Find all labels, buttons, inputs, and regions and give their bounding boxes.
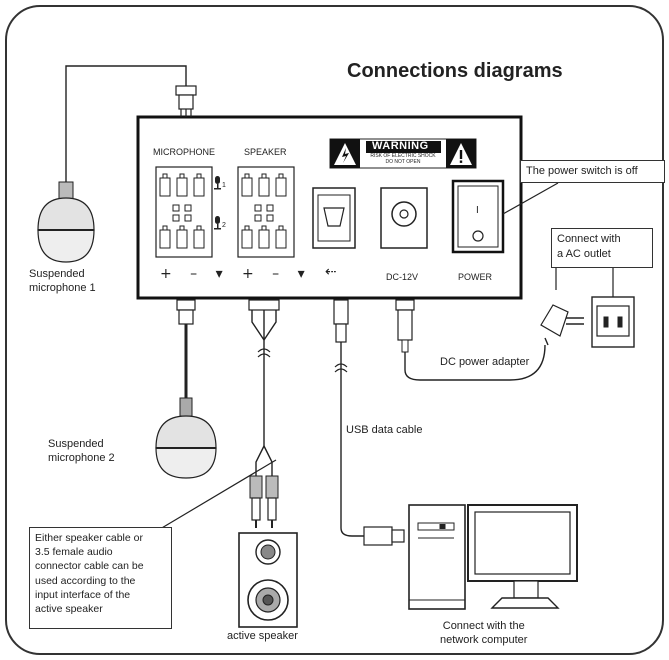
mic2-label-line-2: microphone 2 bbox=[48, 451, 115, 464]
usb-port bbox=[312, 187, 356, 249]
computer-label-line-2: network computer bbox=[440, 633, 528, 646]
speaker-note-line-1: Either speaker cable or bbox=[35, 532, 143, 544]
dc-adapter-label: DC power adapter bbox=[440, 356, 530, 368]
mic2-label-line-1: Suspended bbox=[48, 438, 104, 450]
speaker-terminal-block bbox=[237, 166, 295, 258]
power-port-label: POWER bbox=[458, 272, 493, 282]
dc-jack bbox=[380, 187, 428, 249]
warning-lightning-icon bbox=[334, 143, 356, 165]
ac-outlet-line-2: a AC outlet bbox=[557, 247, 611, 260]
speaker-note-line-5: input interface of the bbox=[35, 588, 131, 601]
suspended-microphone-2 bbox=[155, 415, 217, 479]
microphone-port-label: MICROPHONE bbox=[153, 147, 216, 157]
speaker-terminal-symbols: + – ▾ bbox=[242, 266, 312, 282]
mic2-label: Suspended microphone 2 bbox=[48, 438, 115, 466]
computer-label: Connect with the network computer bbox=[440, 620, 527, 648]
monitor-icon bbox=[467, 504, 578, 609]
speaker-cable-note: Either speaker cable or 3.5 female audio… bbox=[29, 527, 172, 629]
plug-adapter-icon bbox=[540, 304, 584, 346]
dc-port-label: DC-12V bbox=[386, 272, 419, 282]
mic1-label-line-1: Suspended bbox=[29, 268, 85, 280]
diagram-title: Connections diagrams bbox=[347, 60, 563, 82]
mic-index-2: 2 bbox=[222, 222, 226, 229]
power-outlet-icon bbox=[591, 296, 635, 348]
computer-tower-icon bbox=[408, 504, 466, 610]
speaker-note-line-2: 3.5 female audio bbox=[35, 546, 113, 559]
speaker-port-label: SPEAKER bbox=[244, 147, 287, 157]
warning-text: RISK OF ELECTRIC SHOCK DO NOT OPEN bbox=[362, 153, 444, 165]
usb-cable-label: USB data cable bbox=[346, 424, 423, 436]
outer-frame bbox=[5, 5, 664, 655]
microphone-icon bbox=[214, 176, 221, 230]
suspended-microphone-1 bbox=[37, 65, 197, 263]
warning-line-2: DO NOT OPEN bbox=[385, 158, 421, 165]
speaker-note-line-4: used according to the bbox=[35, 574, 136, 587]
speaker-note-line-6: active speaker bbox=[35, 602, 103, 615]
microphone-2-cable bbox=[176, 299, 196, 417]
microphone-terminal-symbols: + – ▾ bbox=[160, 266, 230, 282]
speaker-icon bbox=[238, 532, 298, 628]
warning-title: WARNING bbox=[372, 140, 429, 152]
switch-pointer bbox=[502, 182, 559, 215]
ac-outlet-line-1: Connect with bbox=[557, 233, 621, 245]
dc-cable bbox=[395, 299, 546, 381]
note-pointer bbox=[149, 459, 277, 536]
power-switch-callout: The power switch is off bbox=[520, 160, 665, 183]
warning-line-1: RISK OF ELECTRIC SHOCK bbox=[370, 153, 436, 159]
usb-icon: ⇠ bbox=[325, 264, 337, 280]
mic-index-1: 1 bbox=[222, 182, 226, 189]
mic1-label-line-2: microphone 1 bbox=[29, 281, 96, 294]
mic1-label: Suspended microphone 1 bbox=[29, 268, 96, 296]
ac-outlet-callout: Connect with a AC outlet bbox=[551, 228, 653, 268]
speaker-cable bbox=[248, 299, 280, 528]
switch-on-mark: I bbox=[476, 205, 479, 216]
microphone-terminal-block bbox=[155, 166, 213, 258]
warning-exclamation-icon bbox=[450, 143, 472, 165]
speaker-note-line-3: connector cable can be bbox=[35, 560, 144, 573]
computer-label-line-1: Connect with the bbox=[442, 620, 525, 632]
power-switch bbox=[451, 179, 505, 254]
usb-cable bbox=[333, 299, 405, 546]
active-speaker-label: active speaker bbox=[227, 630, 298, 642]
